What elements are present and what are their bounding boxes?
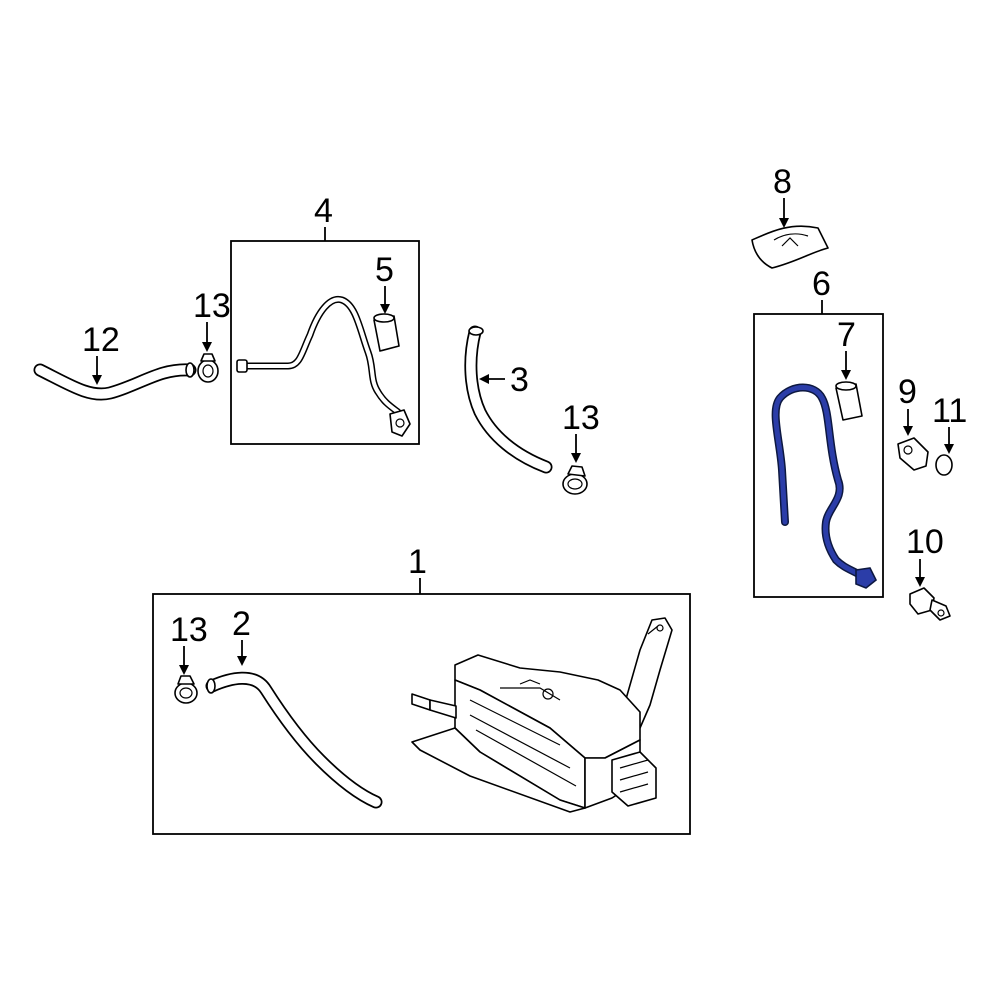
callout-6: 6 [812,265,831,303]
group-box-1 [152,593,691,835]
callout-4: 4 [314,192,333,230]
callout-12: 12 [82,321,120,359]
bracket-8 [751,225,829,269]
callout-3: 3 [510,361,529,399]
hose-3 [464,325,553,474]
callout-2: 2 [232,605,251,643]
tube-6-highlighted [771,383,878,589]
clamp-13-top-left [197,353,219,383]
callout-5: 5 [375,251,394,289]
plug-7 [835,381,863,421]
callout-13-right: 13 [562,399,600,437]
callout-1: 1 [408,543,427,581]
callout-13-top-left: 13 [193,287,231,325]
clamp-13-lower [174,675,198,704]
callout-13-lower: 13 [170,611,208,649]
hose-2 [205,671,383,809]
washer-11 [935,454,953,476]
callout-11: 11 [932,392,967,430]
hose-12 [33,362,197,401]
tube-4 [236,295,411,437]
reservoir-1 [411,617,673,813]
plug-5 [373,313,400,352]
callout-9: 9 [898,373,917,411]
clamp-13-right [562,465,588,495]
connector-10 [909,587,951,621]
callout-7: 7 [837,316,856,354]
callout-8: 8 [773,163,792,201]
group-box-6 [753,313,884,598]
callout-10: 10 [906,523,944,561]
fitting-9 [897,437,929,471]
